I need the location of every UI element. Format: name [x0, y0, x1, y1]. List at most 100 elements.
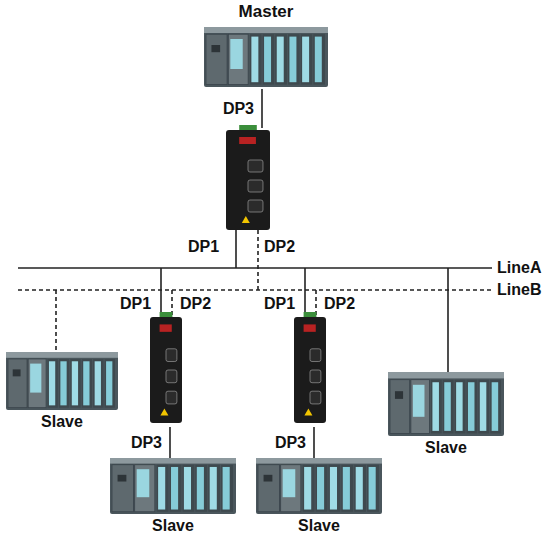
plc-top: [388, 372, 504, 378]
power-switch: [13, 369, 21, 376]
cpu-module: [135, 465, 155, 512]
cpu-module: [28, 359, 46, 408]
io-panel: [223, 467, 230, 510]
warning-triangle: [160, 408, 168, 415]
io-panel: [492, 382, 499, 431]
plc-rack: [204, 27, 328, 87]
cpu-panel: [30, 364, 41, 393]
db9-port: [248, 160, 263, 172]
warning-triangle: [304, 408, 312, 415]
io-panel: [432, 382, 439, 431]
db9-port: [310, 370, 321, 383]
bus-cable: [313, 427, 315, 458]
port-label: DP1: [264, 295, 295, 313]
io-module: [182, 465, 194, 512]
drop-line: [235, 230, 237, 268]
io-module: [367, 465, 379, 512]
io-module: [59, 359, 69, 408]
io-module: [316, 465, 328, 512]
slave-plc: Slave: [4, 352, 120, 432]
slave-plc: Slave: [108, 458, 238, 536]
io-module: [455, 380, 466, 434]
io-panel: [480, 382, 487, 431]
cpu-module: [281, 465, 301, 512]
port-label: DP3: [275, 434, 306, 452]
line-b-bus: [18, 289, 492, 291]
io-panel: [72, 361, 78, 405]
db9-port: [248, 180, 263, 192]
power-switch: [395, 391, 403, 399]
io-module: [275, 34, 287, 84]
io-panel: [49, 361, 55, 405]
io-module: [93, 359, 103, 408]
power-module: [112, 465, 133, 512]
io-panel: [289, 37, 296, 83]
plc-rack: [256, 458, 382, 514]
device-label: Slave: [152, 517, 194, 535]
drop-line: [257, 230, 259, 290]
port-label: DP2: [264, 238, 295, 256]
io-module: [443, 380, 454, 434]
power-module: [390, 380, 410, 434]
db9-port: [166, 391, 177, 404]
power-module: [258, 465, 279, 512]
db9-port: [310, 349, 321, 362]
io-module: [328, 465, 340, 512]
io-module: [303, 465, 315, 512]
io-panel: [330, 467, 337, 510]
plc-top: [110, 458, 236, 464]
plc-top: [6, 352, 118, 358]
repeater-device: DP1DP2: [262, 293, 358, 427]
io-module: [221, 465, 233, 512]
io-panel: [444, 382, 451, 431]
repeater-illustration: [226, 125, 270, 230]
io-panel: [60, 361, 66, 405]
port-label: DP3: [131, 434, 162, 452]
io-module: [157, 465, 169, 512]
device-label: Slave: [298, 517, 340, 535]
io-panel: [302, 37, 309, 83]
power-switch: [118, 475, 127, 482]
io-module: [47, 359, 57, 408]
cpu-panel: [413, 385, 425, 417]
io-panel: [184, 467, 191, 510]
status-display: [239, 137, 256, 144]
io-module: [82, 359, 92, 408]
io-panel: [304, 467, 311, 510]
io-module: [341, 465, 353, 512]
io-panel: [356, 467, 363, 510]
plc-rack: [388, 372, 504, 436]
io-panel: [197, 467, 204, 510]
device-label: Slave: [425, 439, 467, 457]
bus-cable: [169, 427, 171, 458]
cpu-module: [228, 34, 248, 84]
io-module: [105, 359, 115, 408]
io-module: [466, 380, 477, 434]
cpu-panel: [230, 39, 242, 69]
db9-port: [248, 200, 263, 212]
plc-top: [204, 27, 328, 33]
power-switch: [211, 45, 220, 52]
power-module: [206, 34, 227, 84]
io-module: [354, 465, 366, 512]
io-panel: [210, 467, 217, 510]
io-module: [263, 34, 275, 84]
io-module: [478, 380, 489, 434]
device-body: [226, 130, 270, 230]
status-display: [304, 324, 316, 331]
io-module: [250, 34, 262, 84]
status-display: [160, 324, 172, 331]
plc-illustration: [256, 458, 382, 514]
device-label: Slave: [41, 413, 83, 431]
io-panel: [106, 361, 112, 405]
power-module: [8, 359, 27, 408]
cpu-panel: [283, 469, 296, 497]
drop-line: [160, 268, 162, 317]
power-switch: [264, 475, 273, 482]
warning-triangle: [242, 216, 250, 223]
db9-port: [310, 391, 321, 404]
repeater-device: DP1DP2: [180, 128, 310, 258]
io-panel: [315, 37, 322, 83]
io-module: [431, 380, 442, 434]
line-label: LineB: [497, 281, 541, 299]
